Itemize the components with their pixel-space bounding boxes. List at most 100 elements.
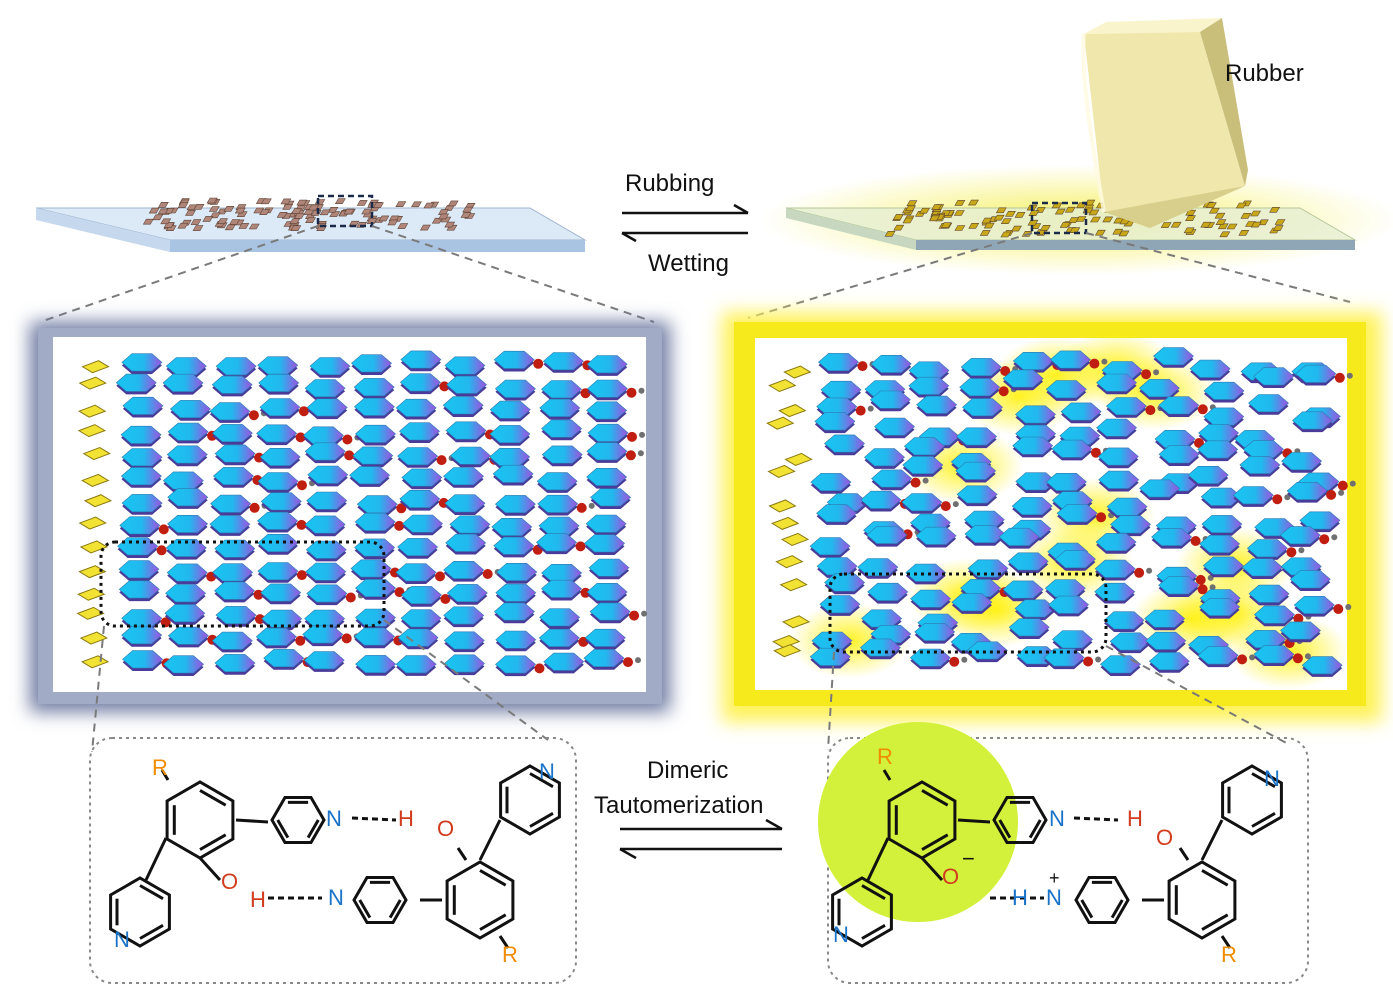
phenyl-hexagon — [215, 357, 257, 376]
crystal — [361, 208, 373, 215]
phenyl-hexagon — [1197, 440, 1239, 459]
phenyl-hexagon — [1293, 595, 1335, 614]
double-bond — [479, 869, 507, 887]
phenyl-hexagon — [1012, 436, 1054, 455]
phenyl-hexagon — [399, 373, 441, 392]
phenyl-hexagon — [350, 559, 392, 578]
phenyl-hexagon — [261, 609, 303, 628]
phenyl-hexagon — [118, 560, 160, 579]
phenyl-hexagon — [956, 485, 998, 504]
oxygen-atom — [297, 480, 307, 491]
crystal — [1217, 223, 1229, 230]
phenyl-hexagon — [121, 353, 163, 372]
pyridyl-tile — [81, 360, 110, 374]
phenyl-hexagon — [1110, 515, 1151, 534]
phenyl-hexagon — [494, 379, 536, 398]
phenyl-hexagon — [1197, 646, 1239, 665]
oxygen-atom — [249, 502, 260, 513]
oxygen-atom — [342, 434, 353, 445]
crystal — [192, 225, 204, 231]
crystal — [1160, 222, 1172, 228]
double-bond — [921, 833, 949, 851]
phenyl-hexagon — [166, 445, 208, 464]
crystal — [1014, 212, 1026, 218]
phenyl-hexagon — [167, 422, 209, 441]
crystal — [1235, 202, 1247, 209]
phenyl-hexagon — [1051, 439, 1093, 458]
double-bond — [139, 884, 164, 901]
left-dimer-selection — [99, 540, 386, 628]
phenyl-hexagon — [1253, 367, 1295, 386]
right-R-bottom: R — [1221, 942, 1237, 967]
phenyl-hexagon — [445, 533, 487, 552]
zoom-guides-bottom — [91, 619, 1291, 753]
pyridyl-tile — [77, 424, 107, 438]
crystal — [1102, 216, 1114, 223]
phenyl-hexagon — [1054, 550, 1096, 569]
crystal — [438, 213, 450, 220]
phenyl-hexagon — [1011, 497, 1053, 516]
pyridyl-tile — [82, 447, 111, 461]
phenyl-hexagon — [824, 434, 865, 453]
phenyl-hexagon — [304, 442, 346, 461]
phenyl-hexagon — [585, 514, 627, 533]
bond — [882, 769, 892, 781]
phenyl-hexagon — [351, 354, 392, 373]
crystal — [954, 200, 966, 206]
phenyl-hexagon — [870, 624, 912, 643]
benzene-ring — [831, 876, 893, 948]
pyridyl-tile — [767, 464, 796, 479]
oxygen-atom — [1090, 447, 1101, 458]
crystal — [447, 200, 459, 207]
oxygen-atom — [396, 503, 407, 514]
pyridyl-tile — [775, 555, 804, 569]
phenyl-hexagon — [496, 562, 538, 581]
phenyl-hexagon — [259, 398, 301, 417]
benzene-ring — [270, 796, 326, 844]
crystal — [224, 224, 236, 231]
double-bond — [199, 833, 227, 851]
crystal — [329, 211, 341, 217]
right-O-top: O — [1156, 825, 1173, 850]
rubbing-wetting-arrows — [621, 203, 749, 243]
double-bond — [276, 819, 290, 839]
phenyl-hexagon — [399, 489, 441, 508]
phenyl-hexagon — [1049, 350, 1091, 369]
phenyl-hexagon — [914, 622, 956, 641]
crystal — [160, 218, 172, 225]
phenyl-hexagon — [871, 469, 913, 488]
phenyl-hexagon — [1060, 402, 1102, 421]
crystal — [892, 214, 904, 220]
phenyl-hexagon — [1158, 396, 1200, 415]
phenyl-hexagon — [541, 419, 583, 438]
bond — [498, 935, 510, 949]
crystal — [1069, 227, 1081, 233]
phenyl-hexagon — [586, 442, 628, 461]
phenyl-hexagon — [165, 538, 207, 557]
oxygen-atom — [296, 570, 307, 581]
oxygen-atom — [998, 386, 1009, 397]
phenyl-hexagon — [586, 582, 628, 601]
phenyl-hexagon — [1096, 373, 1138, 392]
phenyl-hexagon — [1253, 645, 1295, 664]
crystal — [1240, 213, 1252, 219]
phenyl-hexagon — [1295, 364, 1337, 383]
phenyl-hexagon — [115, 373, 157, 392]
hydrogen-atom — [1284, 494, 1291, 501]
phenyl-hexagon — [214, 654, 256, 673]
phenyl-hexagon — [1151, 527, 1193, 546]
crystal — [206, 197, 218, 204]
oxygen-atom — [1134, 567, 1145, 578]
phenyl-hexagon — [169, 400, 211, 419]
oxygen-atom — [629, 610, 640, 621]
bond — [456, 847, 468, 861]
phenyl-hexagon — [1105, 397, 1147, 416]
phenyl-hexagon — [397, 538, 439, 557]
crystal — [1214, 212, 1226, 219]
oxygen-atom — [341, 633, 352, 644]
oxygen-atom — [1286, 547, 1297, 558]
phenyl-hexagon — [857, 558, 899, 577]
phenyl-hexagon — [1007, 552, 1049, 571]
crystal — [968, 223, 980, 229]
rubbing-label: Rubbing — [625, 170, 714, 197]
